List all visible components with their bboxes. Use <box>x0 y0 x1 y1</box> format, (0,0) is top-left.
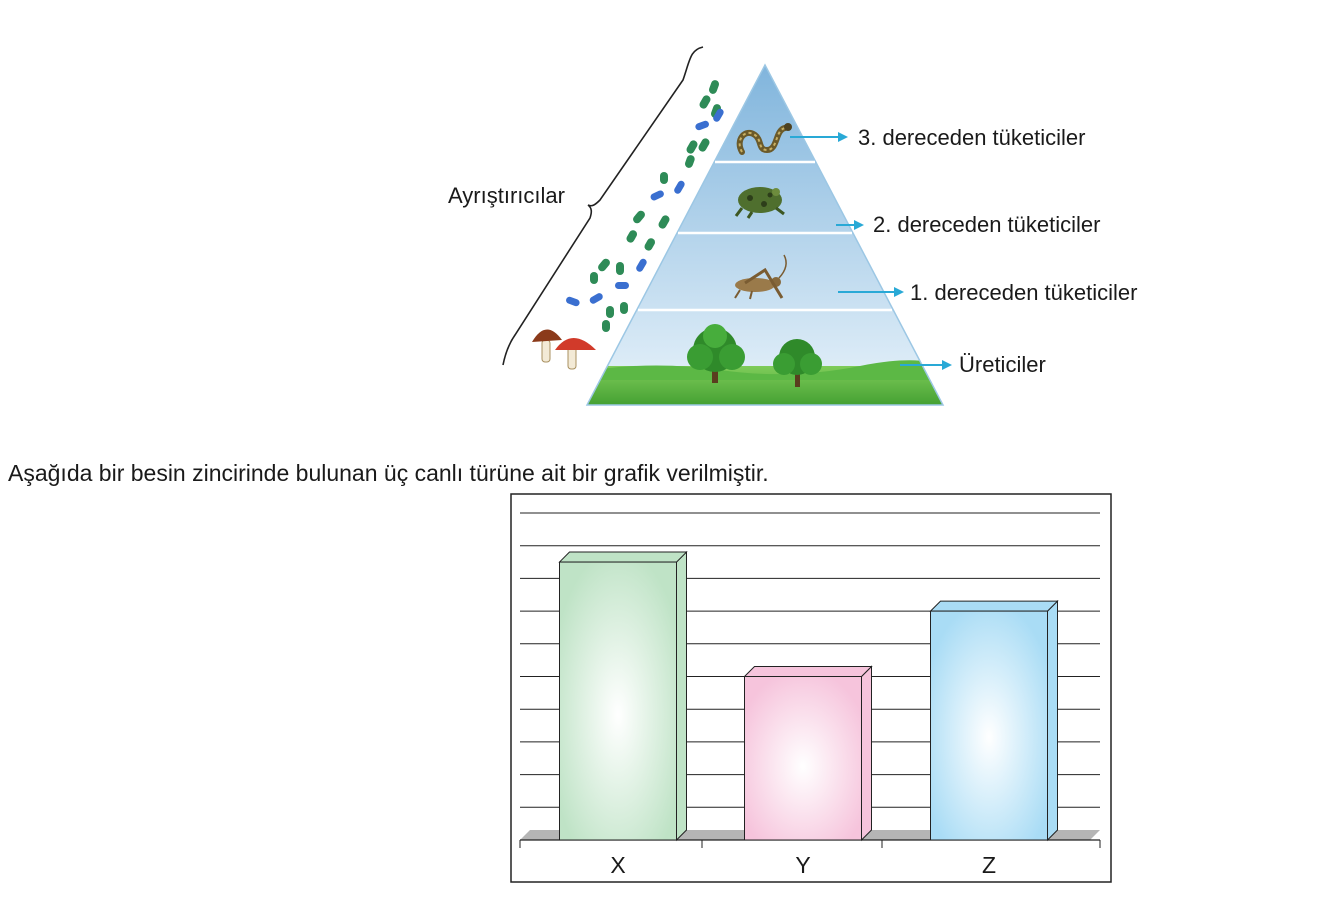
x-tick-label-x: X <box>610 852 626 878</box>
mushroom-icon <box>532 329 596 370</box>
label-producers: Üreticiler <box>959 352 1046 377</box>
intro-text: Aşağıda bir besin zincirinde bulunan üç … <box>8 460 769 486</box>
bar-y <box>743 665 873 842</box>
tree-icon <box>687 324 745 383</box>
arrow-producers <box>900 360 952 370</box>
tree-icon <box>773 339 822 387</box>
frog-icon <box>734 187 785 219</box>
label-secondary-consumers: 2. dereceden tüketiciler <box>873 212 1101 237</box>
arrow-secondary <box>836 220 864 230</box>
label-decomposers: Ayrıştırıcılar <box>448 183 565 208</box>
bar-z <box>929 599 1059 842</box>
label-tertiary-consumers: 3. dereceden tüketiciler <box>858 125 1086 150</box>
arrow-primary <box>838 287 904 297</box>
x-tick-label-z: Z <box>981 852 997 878</box>
grasshopper-icon <box>734 254 787 300</box>
bacteria-icon <box>566 80 724 332</box>
bar-chart <box>510 493 1112 883</box>
label-primary-consumers: 1. dereceden tüketiciler <box>910 280 1138 305</box>
arrow-tertiary <box>790 132 848 142</box>
bar-x <box>558 550 688 842</box>
snake-icon <box>736 123 792 155</box>
decomposer-brace <box>502 46 704 366</box>
x-tick-label-y: Y <box>795 852 811 878</box>
food-pyramid-diagram <box>502 46 952 406</box>
